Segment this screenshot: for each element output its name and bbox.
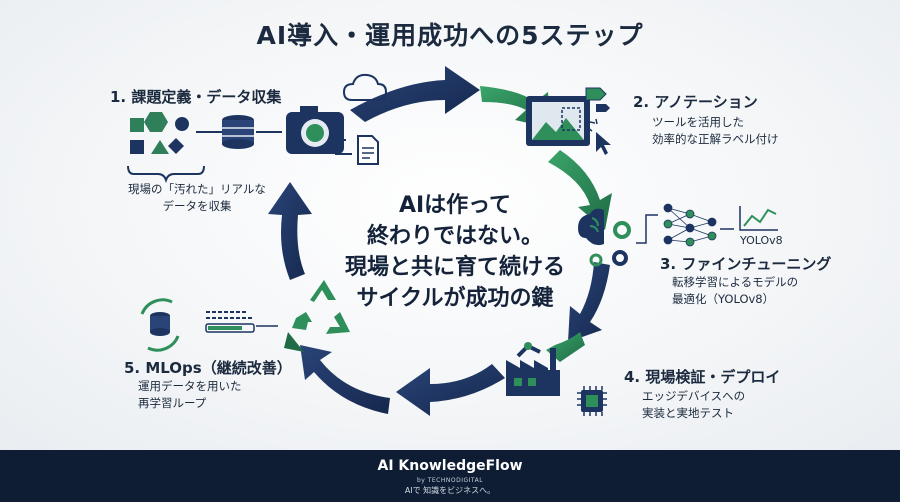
factory-robot-icon	[506, 342, 560, 396]
image-label-icon	[526, 87, 610, 146]
center-line-4: サイクルが成功の鍵	[356, 286, 554, 311]
cloud-icon	[342, 73, 388, 101]
shapes-icon	[127, 112, 205, 184]
cycle-arrow-8	[268, 182, 312, 280]
step-2-desc: ツールを活用した 効率的な正解ラベル付け	[652, 114, 779, 148]
center-line-3: 現場と共に育て続ける	[344, 255, 565, 280]
step-3-desc-line-2: 最適化（YOLOv8）	[672, 292, 775, 306]
camera-icon	[286, 106, 344, 154]
cycle-arrow-4	[568, 262, 610, 342]
cycle-arrow-6	[396, 364, 505, 416]
step-3-desc: 転移学習によるモデルの 最適化（YOLOv8）	[672, 274, 798, 308]
step-2-title: 2. アノテーション	[633, 93, 758, 111]
center-line-1: AIは作って	[398, 193, 512, 218]
sync-database-icon	[140, 298, 180, 352]
model-label: YOLOv8	[740, 234, 783, 247]
progress-bar-icon	[205, 311, 255, 333]
step-1-desc-line-2: データを収集	[162, 199, 232, 213]
step-3-title: 3. ファインチューニング	[660, 255, 832, 273]
step-4-desc-line-2: 実装と実地テスト	[642, 406, 734, 420]
step-4-title: 4. 現場検証・デプロイ	[624, 368, 781, 386]
cycle-arrow-7	[300, 345, 390, 414]
neural-network-icon	[663, 203, 717, 247]
step-1-desc: 現場の「汚れた」リアルな データを収集	[112, 181, 282, 215]
cursor-icon	[587, 118, 611, 155]
step-2-desc-line-1: ツールを活用した	[652, 115, 744, 129]
line-chart-icon	[739, 206, 778, 231]
chip-icon	[577, 386, 607, 416]
cycle-diagram	[127, 66, 778, 416]
brain-gear-icon	[578, 208, 631, 267]
step-5-desc: 運用データを用いた 再学習ループ	[138, 378, 242, 412]
step-1-desc-line-1: 現場の「汚れた」リアルな	[128, 182, 266, 196]
step-4-desc-line-1: エッジデバイスへの	[642, 389, 746, 403]
recycle-icon	[284, 280, 350, 352]
center-line-2: 終わりではない。	[366, 224, 543, 249]
center-message: AIは作って 終わりではない。 現場と共に育て続ける サイクルが成功の鍵	[320, 190, 590, 314]
database-icon	[222, 115, 254, 149]
step-5-title: 5. MLOps（継続改善）	[124, 359, 292, 377]
step-2-desc-line-2: 効率的な正解ラベル付け	[652, 132, 779, 146]
document-icon	[335, 135, 379, 165]
cycle-arrow-1	[350, 66, 480, 122]
footer: AI KnowledgeFlow by TECHNODIGITAL AIで 知識…	[0, 450, 900, 502]
footer-brand: AI KnowledgeFlow	[377, 458, 523, 474]
step-1-title: 1. 課題定義・データ収集	[110, 88, 282, 106]
footer-tagline: AIで 知識をビジネスへ。	[404, 486, 496, 495]
page-title: AI導入・運用成功への5ステップ	[256, 21, 644, 50]
step-5-desc-line-2: 再学習ループ	[138, 396, 207, 410]
step-3-desc-line-1: 転移学習によるモデルの	[672, 275, 799, 289]
footer-by: by TECHNODIGITAL	[416, 477, 484, 484]
step-5-desc-line-1: 運用データを用いた	[138, 379, 242, 393]
step-4-desc: エッジデバイスへの 実装と実地テスト	[642, 388, 745, 422]
